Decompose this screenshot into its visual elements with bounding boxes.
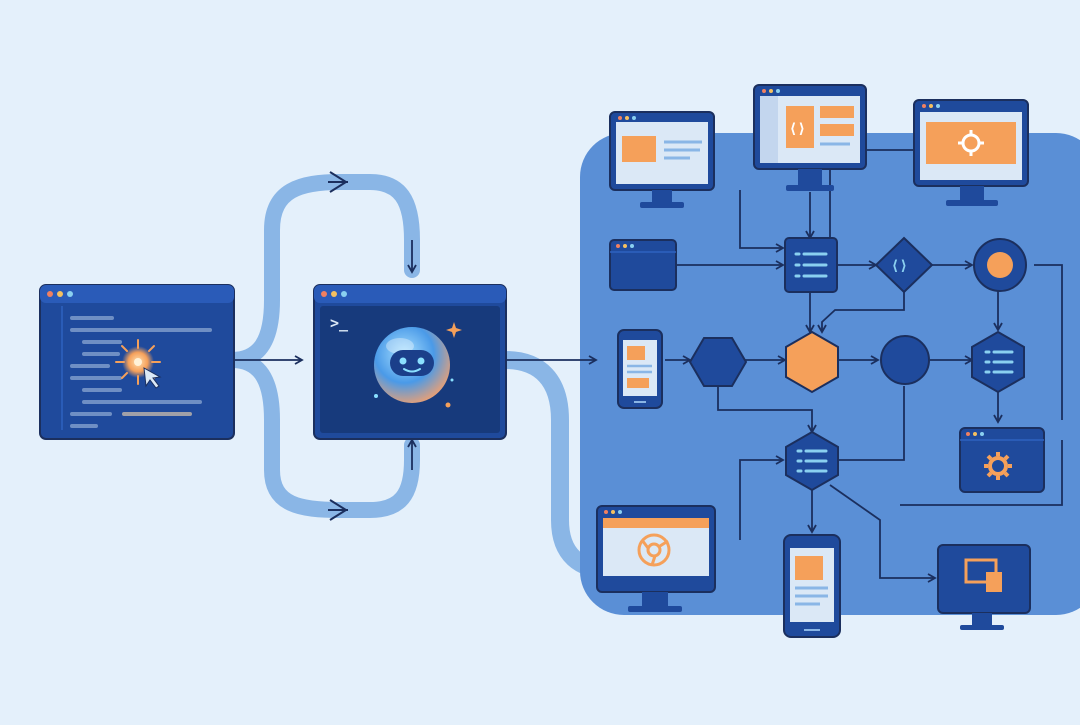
node-circle-navy — [880, 335, 930, 385]
code-brackets-icon: ⟨⟩ — [891, 258, 908, 274]
monitor-browser — [596, 505, 716, 612]
gear-icon — [984, 452, 1012, 480]
monitor-top-right — [913, 99, 1029, 206]
monitor-bottom-right — [937, 544, 1031, 630]
window-dot-icon — [331, 291, 337, 297]
monitor-top-center: ⟨⟩ — [753, 84, 867, 191]
sparkle-icon — [446, 322, 462, 338]
node-list-square — [784, 237, 838, 293]
window-dot-icon — [67, 291, 73, 297]
code-editor-cursor-icon — [115, 339, 162, 389]
node-orange-circle — [973, 238, 1027, 292]
window-dot-icon — [57, 291, 63, 297]
browser-window-small — [609, 239, 677, 291]
settings-window — [959, 427, 1045, 493]
code-editor-window — [39, 284, 235, 440]
node-hexagon-orange — [785, 330, 839, 394]
window-dot-icon — [47, 291, 53, 297]
node-hexagon-list-right — [971, 330, 1025, 394]
code-brackets-icon: ⟨⟩ — [789, 121, 806, 137]
terminal-prompt: >_ — [330, 314, 349, 332]
code-lines — [70, 316, 212, 428]
monitor-top-left — [609, 111, 715, 208]
list-icon — [984, 350, 1014, 374]
node-hexagon-navy — [688, 337, 748, 387]
node-code-diamond: ⟨⟩ — [874, 236, 934, 294]
list-icon — [794, 252, 828, 278]
node-hexagon-list-bottom — [785, 430, 839, 492]
phone-bottom — [783, 534, 841, 638]
gear-icon — [958, 130, 984, 156]
list-icon — [796, 449, 828, 473]
assistant-terminal-window: >_ — [313, 284, 507, 440]
window-dot-icon — [341, 291, 347, 297]
robot-assistant-icon — [374, 322, 462, 408]
connection-lines — [232, 149, 1063, 583]
window-dot-icon — [321, 291, 327, 297]
phone-left — [617, 329, 663, 409]
browser-logo-icon — [637, 533, 671, 567]
